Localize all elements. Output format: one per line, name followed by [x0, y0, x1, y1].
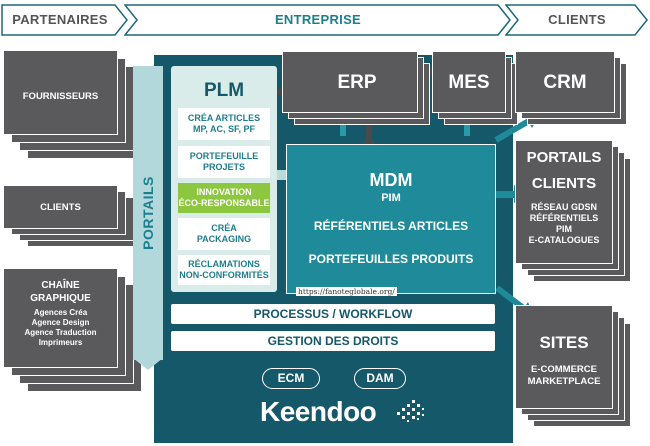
plm-title: PLM: [203, 80, 245, 101]
header-partenaires-label: PARTENAIRES: [12, 12, 108, 27]
portails-label: PORTAILS: [133, 66, 163, 360]
plm-panel: [171, 66, 277, 292]
sites-item: E-COMMERCE: [531, 364, 597, 375]
portails-label-text: PORTAILS: [140, 176, 156, 250]
mes-label: MES: [448, 72, 490, 93]
mdm-line1: RÉFÉRENTIELS ARTICLES: [313, 219, 469, 233]
pill-ecm: ECM: [262, 368, 320, 389]
chaine-title-2: GRAPHIQUE: [30, 293, 91, 304]
bar-processus: PROCESSUS / WORKFLOW: [171, 304, 495, 324]
pill-dam: DAM: [354, 368, 406, 389]
url-watermark: https://fanoteglobale.org/: [296, 287, 397, 296]
header-entreprise-label: ENTREPRISE: [274, 12, 362, 27]
portails-bar: [133, 66, 163, 360]
portails-bar-tip: [133, 358, 163, 370]
chaine-title-1: CHAÎNE: [41, 280, 80, 291]
chaine-item: Agence Traduction: [24, 328, 97, 337]
plm-item-line: PROJETS: [202, 162, 245, 172]
keendoo-logo: Keendoo: [260, 394, 430, 430]
plm-item-crea-packaging: CRÉA PACKAGING: [178, 218, 270, 250]
header-entreprise: ENTREPRISE: [124, 4, 512, 36]
portails-clients-item: RÉSEAU GDSN: [530, 202, 597, 212]
sites-title: SITES: [539, 333, 589, 352]
plm-item-line: ÉCO-RESPONSABLE: [178, 198, 270, 208]
plm-item-line: MP, AC, SF, PF: [192, 124, 255, 134]
bar-droits: GESTION DES DROITS: [171, 331, 495, 351]
clients-left-label: CLIENTS: [40, 202, 81, 213]
plm-item-line: CRÉA ARTICLES: [187, 113, 261, 123]
portails-clients-item: RÉFÉRENTIELS: [529, 213, 599, 223]
plm-item-crea-articles: CRÉA ARTICLES MP, AC, SF, PF: [178, 108, 270, 140]
crm-label: CRM: [543, 72, 587, 93]
mdm-line2: PORTEFEUILLES PRODUITS: [308, 252, 474, 266]
plm-item-line: RÉCLAMATIONS: [188, 259, 260, 269]
header-partenaires: PARTENAIRES: [1, 4, 129, 36]
erp-label: ERP: [337, 72, 377, 93]
plm-item-reclamations: RÉCLAMATIONS NON-CONFORMITÉS: [178, 255, 270, 285]
chaine-item: Agences Créa: [33, 308, 88, 317]
keendoo-logo-text: Keendoo: [260, 396, 377, 427]
keendoo-dots-icon: [397, 400, 424, 422]
portails-clients-title-1: PORTAILS: [526, 149, 602, 166]
portails-clients-item: PIM: [555, 224, 572, 234]
mdm-block: [286, 144, 496, 294]
plm-item-line: NON-CONFORMITÉS: [179, 270, 269, 280]
mdm-subtitle: PIM: [381, 192, 401, 204]
portails-clients-title-2: CLIENTS: [531, 175, 597, 192]
header-clients: CLIENTS: [505, 4, 649, 36]
plm-item-line: INNOVATION: [196, 187, 252, 197]
chaine-item: Imprimeurs: [38, 338, 83, 347]
portails-clients-item: E-CATALOGUES: [528, 235, 600, 245]
chaine-item: Agence Design: [31, 318, 90, 327]
header-clients-label: CLIENTS: [548, 12, 606, 27]
plm-item-portefeuille: PORTEFEUILLE PROJETS: [178, 146, 270, 178]
mdm-title: MDM: [369, 170, 413, 190]
plm-item-line: PORTEFEUILLE: [189, 151, 259, 161]
plm-item-line: PACKAGING: [196, 234, 252, 244]
fournisseurs-label: FOURNISSEURS: [22, 91, 99, 102]
plm-item-innovation: INNOVATION ÉCO-RESPONSABLE: [178, 183, 270, 213]
plm-item-line: CRÉA: [211, 223, 237, 233]
sites-item: MARKETPLACE: [527, 376, 601, 387]
